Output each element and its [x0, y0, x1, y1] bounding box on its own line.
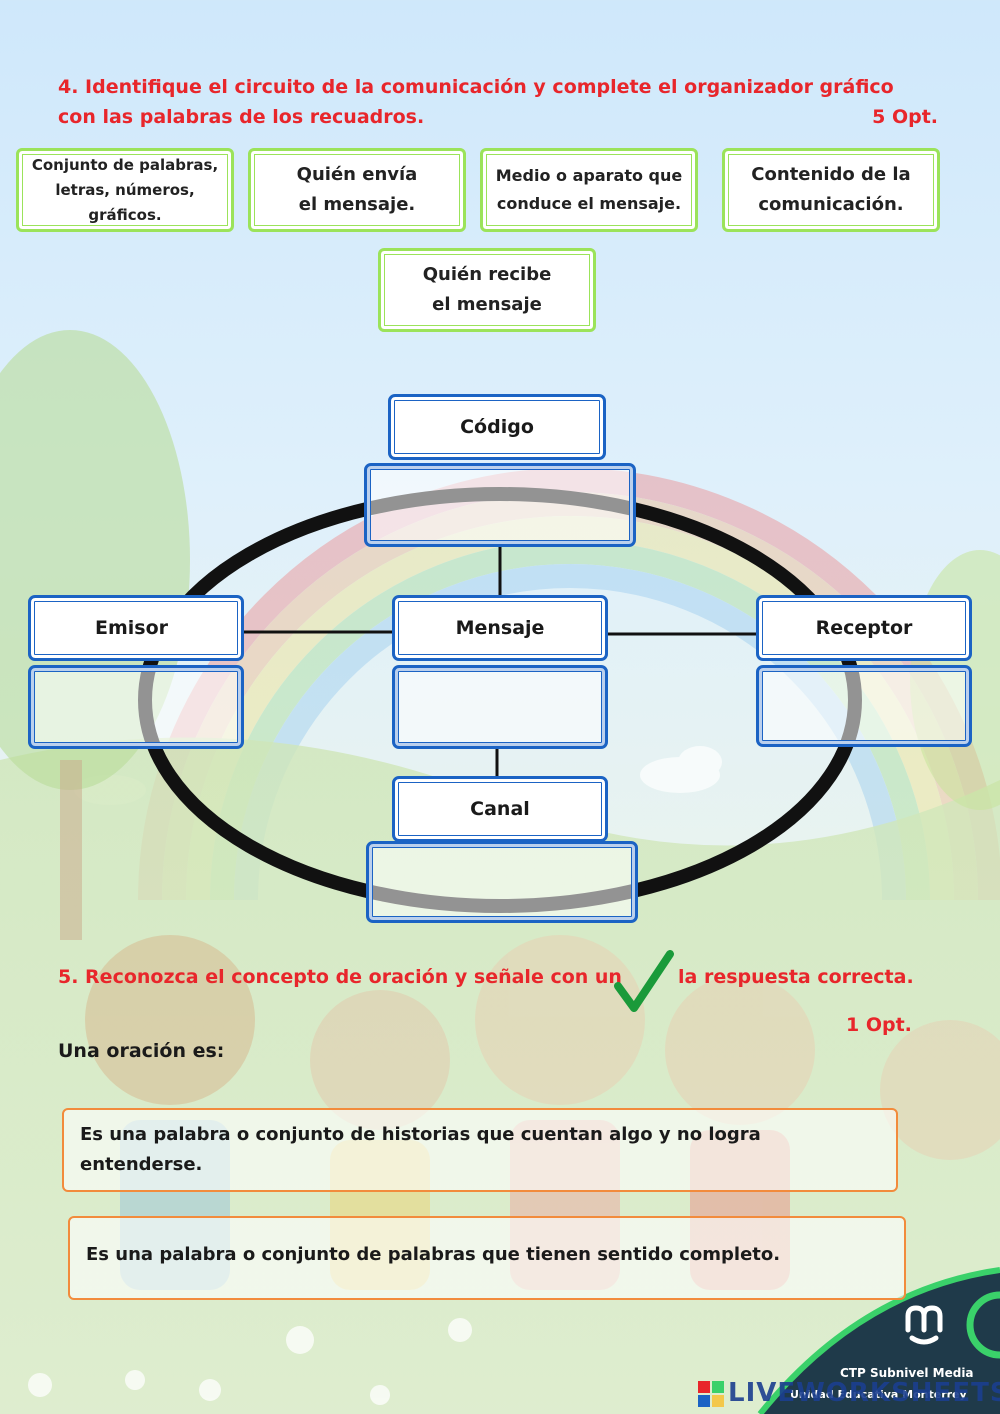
green-circle-icon	[966, 1291, 1000, 1359]
liveworksheets-logo	[698, 1381, 728, 1407]
option-2[interactable]: Es una palabra o conjunto de palabras qu…	[68, 1216, 906, 1300]
node-emisor-label: Emisor	[28, 595, 244, 661]
footer-line-1: CTP Subnivel Media	[840, 1366, 974, 1380]
node-canal-answer-slot[interactable]	[366, 841, 638, 923]
word-bank-item-1[interactable]: Conjunto de palabras, letras, números, g…	[16, 148, 234, 232]
word-bank-item-3[interactable]: Medio o aparato que conduce el mensaje.	[480, 148, 698, 232]
node-canal-label: Canal	[392, 776, 608, 842]
section-5-prompt: Una oración es:	[58, 1040, 225, 1062]
liveworksheets-brand: LIVEWORKSHEETS	[728, 1378, 1000, 1408]
node-codigo-answer-slot[interactable]	[364, 463, 636, 547]
node-receptor-answer-slot[interactable]	[756, 665, 972, 747]
section-5-title-part1: 5. Reconozca el concepto de oración y se…	[58, 966, 622, 988]
checkmark-icon	[614, 950, 674, 1012]
node-mensaje-answer-slot[interactable]	[392, 665, 608, 749]
word-bank-item-2[interactable]: Quién envía el mensaje.	[248, 148, 466, 232]
node-emisor-answer-slot[interactable]	[28, 665, 244, 749]
node-receptor-label: Receptor	[756, 595, 972, 661]
footer-line-2: Unidad Educativa Monterrey	[790, 1388, 967, 1401]
school-logo-icon	[905, 1305, 943, 1345]
word-bank-item-5[interactable]: Quién recibe el mensaje	[378, 248, 596, 332]
section-5-title-part2: la respuesta correcta.	[678, 966, 914, 988]
option-1-text: Es una palabra o conjunto de historias q…	[80, 1124, 761, 1175]
section-4-instructions: 4. Identifique el circuito de la comunic…	[58, 76, 894, 128]
section-5-points: 1 Opt.	[846, 1014, 912, 1036]
option-2-text: Es una palabra o conjunto de palabras qu…	[86, 1244, 781, 1265]
node-mensaje-label: Mensaje	[392, 595, 608, 661]
section-4-title: 4. Identifique el circuito de la comunic…	[58, 72, 938, 132]
section-4-points: 5 Opt.	[872, 106, 938, 128]
option-1[interactable]: Es una palabra o conjunto de historias q…	[62, 1108, 898, 1192]
node-codigo-label: Código	[388, 394, 606, 460]
word-bank-item-4[interactable]: Contenido de la comunicación.	[722, 148, 940, 232]
